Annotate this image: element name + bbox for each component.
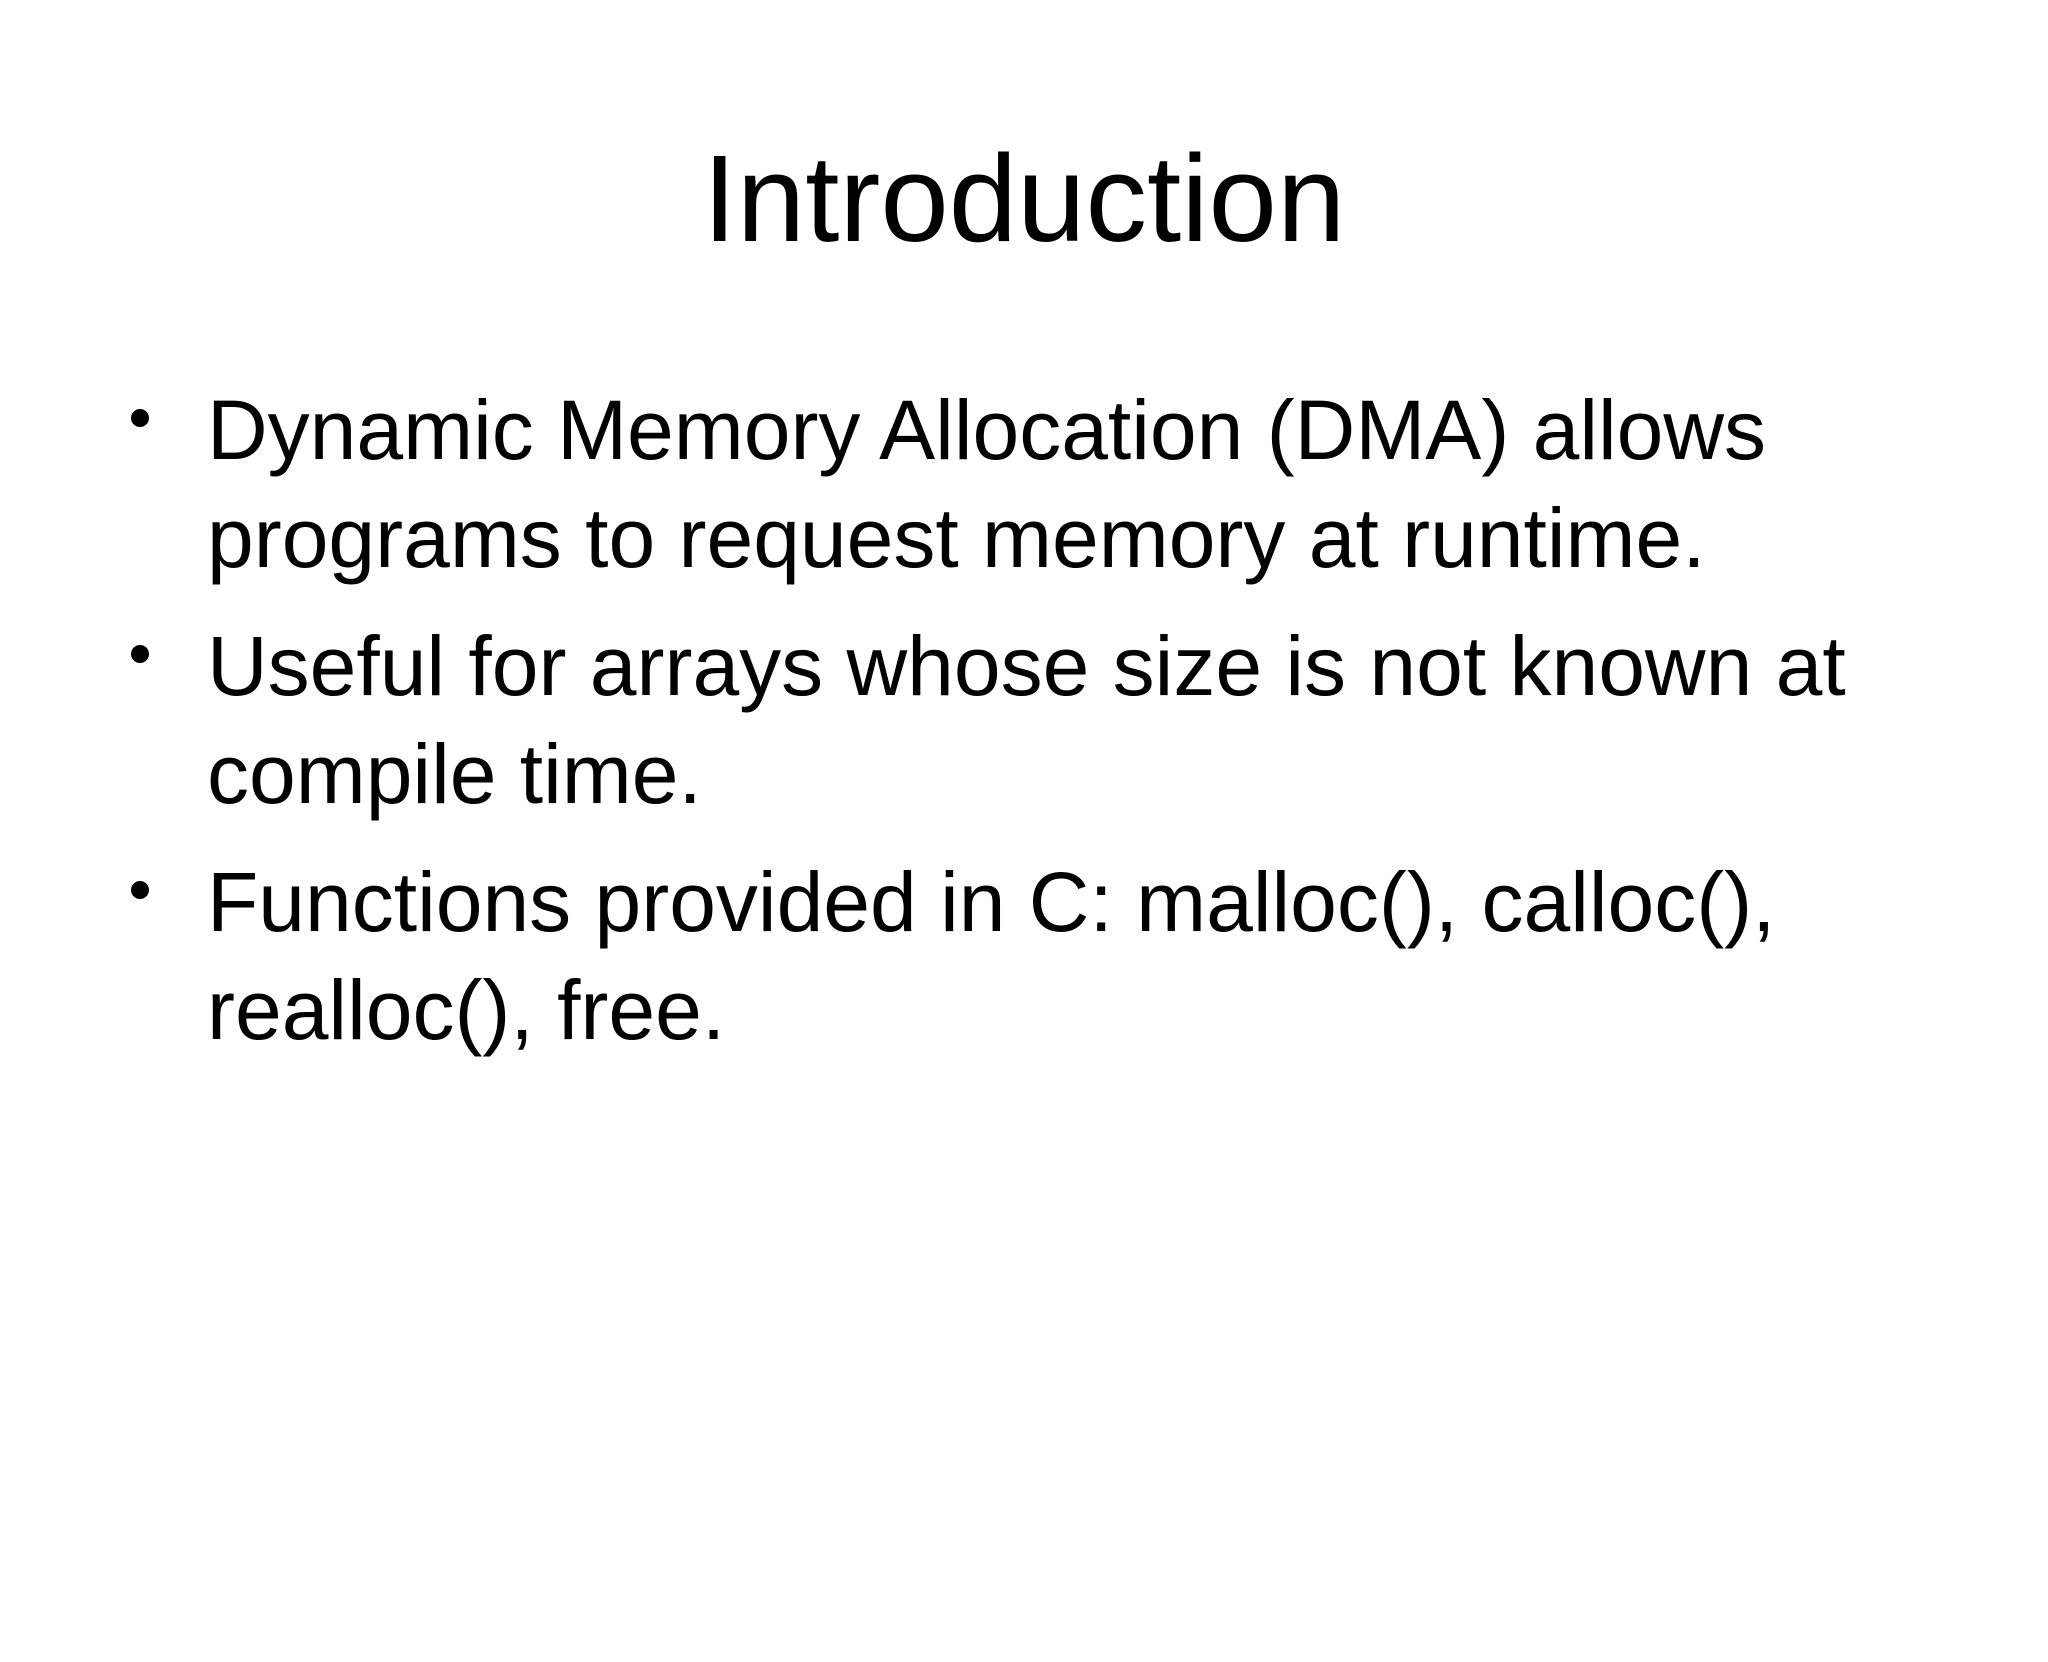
bullet-item: Functions provided in C: malloc(), callo… bbox=[130, 848, 1867, 1064]
bullet-list: Dynamic Memory Allocation (DMA) allows p… bbox=[130, 376, 1867, 1064]
bullet-dot-icon bbox=[131, 645, 149, 663]
bullet-item: Dynamic Memory Allocation (DMA) allows p… bbox=[130, 376, 1867, 592]
slide-title: Introduction bbox=[702, 131, 1346, 268]
bullet-text: Dynamic Memory Allocation (DMA) allows p… bbox=[207, 383, 1767, 585]
bullet-text: Functions provided in C: malloc(), callo… bbox=[207, 855, 1776, 1057]
slide-canvas: Introduction Dynamic Memory Allocation (… bbox=[0, 126, 2048, 1662]
bullet-text: Useful for arrays whose size is not know… bbox=[207, 619, 1846, 821]
bullet-dot-icon bbox=[131, 881, 149, 899]
bullet-dot-icon bbox=[131, 409, 149, 427]
bullet-item: Useful for arrays whose size is not know… bbox=[130, 612, 1867, 828]
